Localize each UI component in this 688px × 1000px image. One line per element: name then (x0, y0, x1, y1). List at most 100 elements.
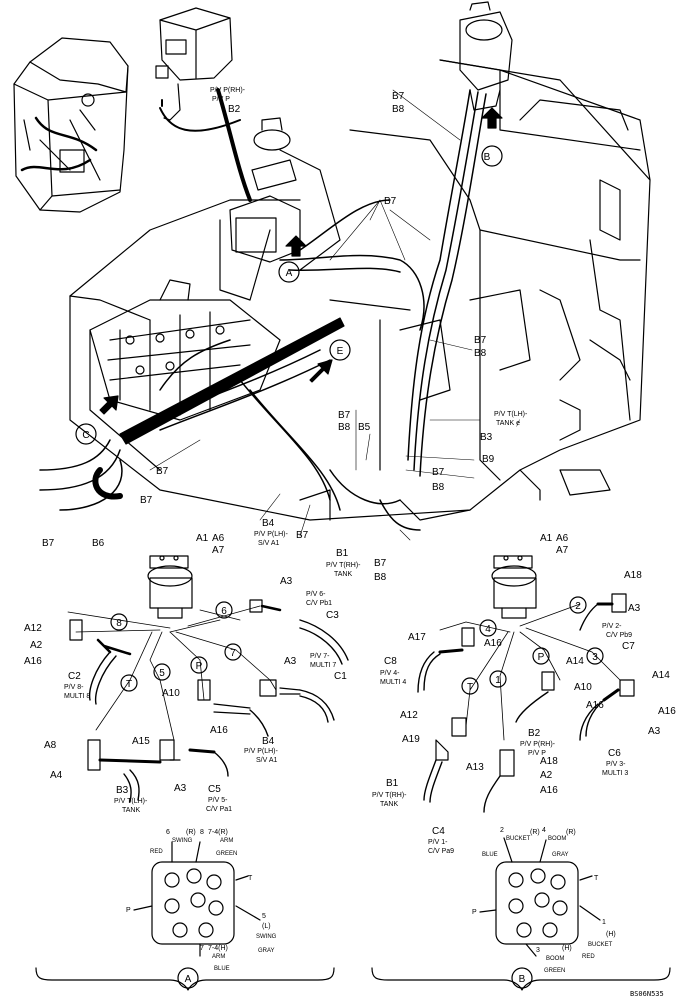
detail-b-hoses (417, 603, 605, 813)
note-c7-1: P/V 2- (602, 623, 622, 630)
label-c7: C7 (622, 641, 635, 652)
port-a-5-func: SWING (256, 934, 277, 940)
label-b-a17: A17 (408, 632, 426, 643)
label-c3: C3 (326, 610, 339, 621)
label-c4: C4 (432, 826, 445, 837)
overview-labels: P/V P(RH)- P/V P B2 B7 B8 B7 B7 B8 P/V T… (42, 87, 528, 583)
note-b3-a-2: TANK (122, 807, 140, 814)
circle-5: 5 (159, 668, 165, 679)
port-a-t: T (248, 875, 253, 882)
note-c5-2: C/V Pa1 (206, 806, 232, 813)
label-b3: B3 (480, 432, 493, 443)
port-b-1-func: BUCKET (588, 942, 613, 948)
label-b8-right: B8 (474, 348, 487, 359)
label-b-a18-top: A18 (624, 570, 642, 581)
circle-p-a: P (196, 661, 203, 672)
label-b7-left: B7 (156, 466, 169, 477)
note-c1-2: MULTI 7 (310, 662, 336, 669)
circle-7: 7 (230, 648, 236, 659)
label-b-a3-low: A3 (648, 726, 661, 737)
port-a-8-color: GREEN (216, 851, 237, 857)
port-a-8-func: 7-4(R) (208, 829, 228, 836)
port-a-5: 5 (262, 913, 266, 920)
pilot-valve-rh-top (155, 7, 241, 132)
port-a-6-r: (R) (186, 829, 196, 836)
label-b-a2: A2 (540, 770, 553, 781)
label-b7-bottom: B7 (42, 538, 55, 549)
label-b-a6: A6 (556, 533, 569, 544)
label-b8-lower: B8 (432, 482, 445, 493)
port-b-4-func: BOOM (548, 836, 566, 842)
label-b4-a: B4 (262, 736, 275, 747)
label-a10: A10 (162, 688, 180, 699)
port-a-p: P (126, 907, 131, 914)
view-arrow-a (278, 235, 307, 283)
label-b7-right: B7 (474, 335, 487, 346)
port-b-3-h: (H) (562, 945, 572, 952)
note-b4-a-1: P/V P(LH)- (244, 748, 279, 755)
circle-4: 4 (485, 624, 491, 635)
port-b-3-func: BOOM (546, 956, 564, 962)
detail-a-hoses (88, 619, 349, 803)
label-a6: A6 (212, 533, 225, 544)
label-b-a14-right: A14 (652, 670, 670, 681)
label-b-a16-top: A16 (484, 638, 502, 649)
port-b-1-color: RED (582, 954, 595, 960)
port-b-2-r: (R) (530, 829, 540, 836)
port-b-4: 4 (542, 827, 546, 834)
section-brace-a (35, 967, 335, 991)
label-a16-mid: A16 (210, 725, 228, 736)
note-c7-2: C/V Pb9 (606, 632, 632, 639)
detail-a-valve (147, 555, 193, 619)
circle-1: 1 (495, 675, 501, 686)
arrow-label-b: B (484, 152, 491, 163)
label-b-a13: A13 (466, 762, 484, 773)
detail-b-valve (491, 555, 537, 619)
label-a3-mid: A3 (284, 656, 297, 667)
label-pvp-lh: P/V P(LH)- (254, 531, 289, 538)
note-c4-2: C/V Pa9 (428, 848, 454, 855)
label-a4: A4 (50, 770, 63, 781)
label-b-a18-low: A18 (540, 756, 558, 767)
label-b-a14-left: A14 (566, 656, 584, 667)
label-b-a12: A12 (400, 710, 418, 721)
port-b-p: P (472, 909, 477, 916)
label-b8-end: B8 (374, 572, 387, 583)
label-b1-b: B1 (386, 778, 399, 789)
note-c4-1: P/V 1- (428, 839, 448, 846)
note-c8-2: MULTI 4 (380, 679, 406, 686)
label-b5: B5 (358, 422, 371, 433)
label-pvp-rh: P/V P(RH)- (210, 87, 246, 94)
label-b7-hose: B7 (140, 495, 153, 506)
overview-dark-band (119, 317, 345, 445)
label-b8-top: B8 (392, 104, 405, 115)
port-b-4-r: (R) (566, 829, 576, 836)
port-b-labels: 2 BUCKET (R) BLUE 4 BOOM (R) GRAY 1 (H) … (472, 827, 616, 985)
circle-t-a: T (126, 679, 132, 690)
label-tank-e: TANK ɇ (496, 420, 520, 427)
label-c1: C1 (334, 671, 347, 682)
port-b-t: T (594, 875, 599, 882)
label-b-a16-low: A16 (540, 785, 558, 796)
label-a2: A2 (30, 640, 43, 651)
label-pvt-lh: P/V T(LH)- (494, 411, 528, 418)
label-pvp-p: P/V P (212, 96, 230, 103)
arrow-label-a: A (286, 268, 293, 279)
label-b-a10: A10 (574, 682, 592, 693)
excavator-thumbnail (13, 37, 129, 213)
note-b3-a-1: P/V T(LH)- (114, 798, 148, 805)
figure-id: BS06N535 (630, 990, 664, 998)
port-a-7: 7 (200, 945, 204, 952)
label-a3-low: A3 (174, 783, 187, 794)
label-b1: B1 (336, 548, 349, 559)
pilot-valve-lh (229, 117, 301, 263)
label-c6: C6 (608, 748, 621, 759)
port-a-8: 8 (200, 829, 204, 836)
note-b4-a-2: S/V A1 (256, 757, 278, 764)
section-brace-b (371, 967, 671, 991)
label-b-a7: A7 (556, 545, 569, 556)
port-b-1: 1 (602, 919, 606, 926)
detail-a-leaders (67, 605, 277, 741)
detail-a-labels: A1 A6 A7 A3 P/V 6- C/V Pb1 C3 A12 A2 A16… (24, 533, 347, 814)
label-b2: B2 (228, 104, 241, 115)
